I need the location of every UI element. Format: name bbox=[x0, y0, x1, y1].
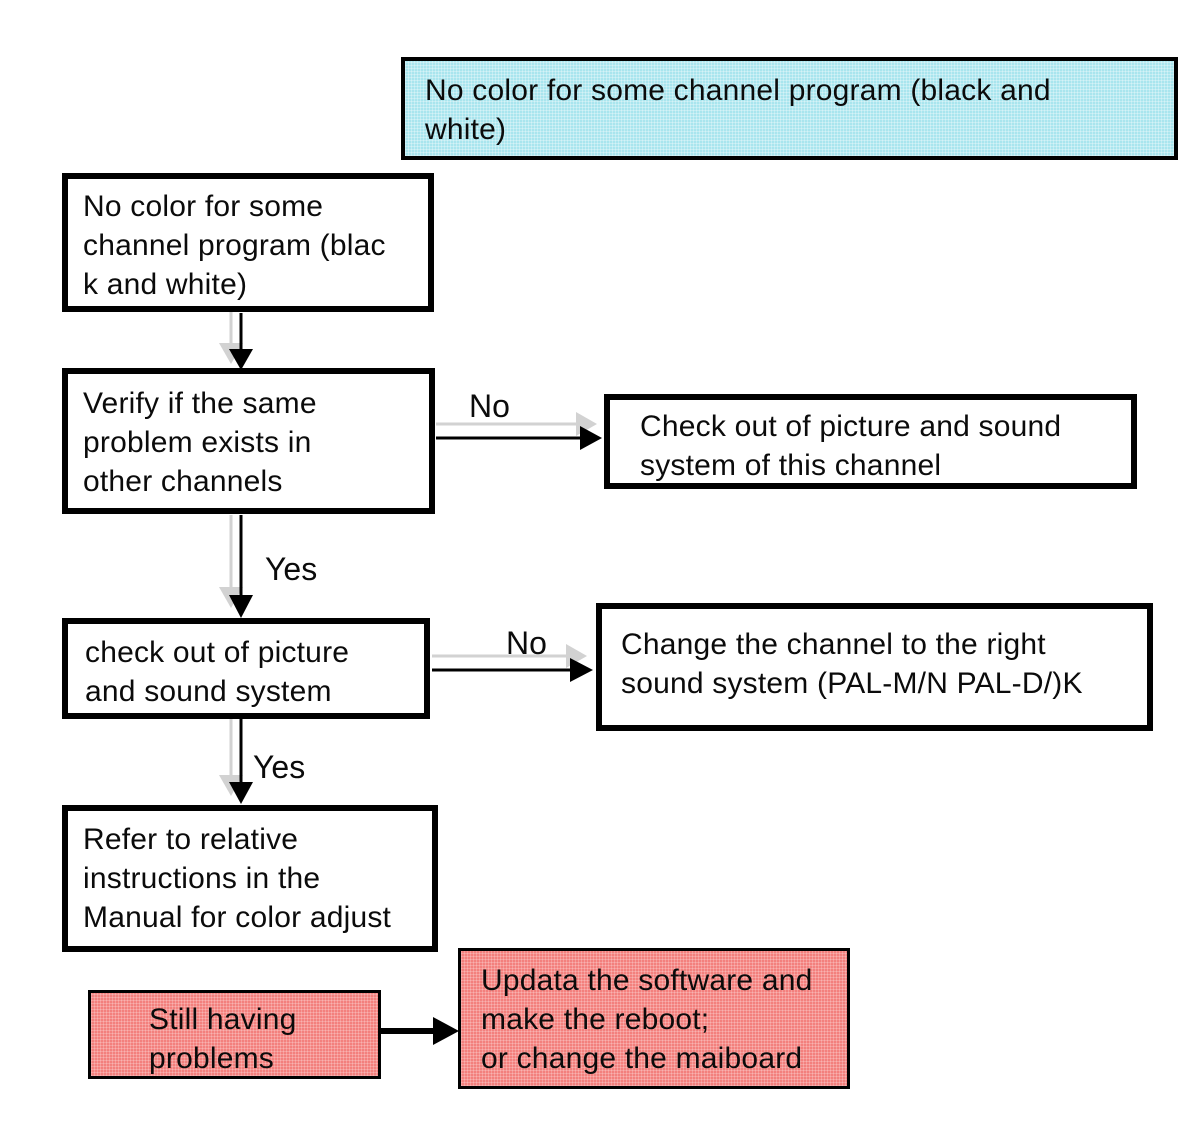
check-channel-box: Check out of picture and sound system of… bbox=[604, 394, 1137, 489]
arrow-still-problems-to-update bbox=[381, 1017, 459, 1045]
arrow-verify-to-check-system bbox=[219, 515, 253, 618]
verify-box: Verify if the same problem exists in oth… bbox=[62, 368, 435, 514]
update-software-box: Updata the software and make the reboot;… bbox=[458, 948, 850, 1089]
still-problems-box: Still having problems bbox=[88, 990, 381, 1079]
arrow-problem-to-verify bbox=[219, 309, 253, 370]
edge-label-no-1: No bbox=[469, 388, 510, 424]
arrow-verify-to-check-channel bbox=[436, 412, 602, 450]
refer-manual-box: Refer to relative instructions in the Ma… bbox=[62, 805, 438, 952]
arrow-check-system-to-refer-manual bbox=[219, 719, 253, 804]
header-box: No color for some channel program (black… bbox=[401, 57, 1178, 160]
edge-label-yes-1: Yes bbox=[265, 551, 318, 587]
edge-label-no-2: No bbox=[506, 625, 547, 661]
arrow-check-system-to-change-system bbox=[432, 644, 593, 682]
edge-label-yes-2: Yes bbox=[253, 749, 306, 785]
check-system-box: check out of picture and sound system bbox=[62, 618, 430, 719]
problem-box: No color for some channel program (blac … bbox=[62, 173, 434, 312]
change-system-box: Change the channel to the right sound sy… bbox=[596, 603, 1153, 731]
